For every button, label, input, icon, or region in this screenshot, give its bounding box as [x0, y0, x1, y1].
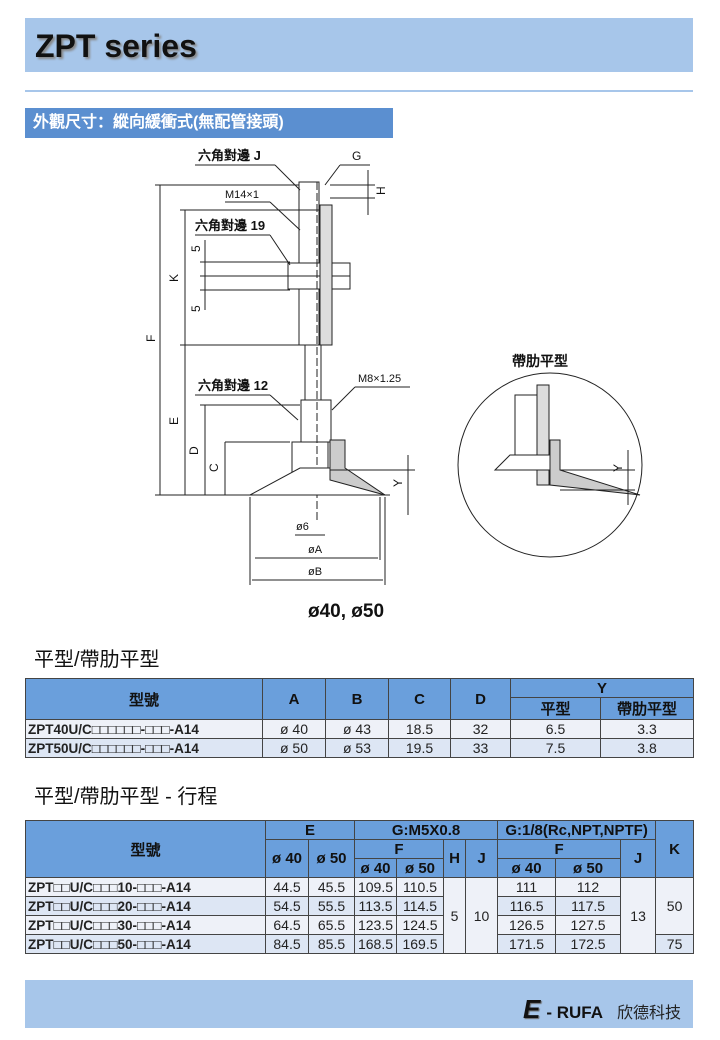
k-value: 50: [655, 877, 695, 935]
col-e-50: ø 50: [307, 839, 356, 878]
table1-heading: 平型/帶肋平型: [34, 649, 160, 671]
col-f2: F: [497, 839, 622, 859]
label-5a: 5: [189, 245, 203, 252]
page-title: ZPT series: [35, 28, 197, 64]
col-f-50: ø 50: [396, 858, 445, 878]
col-a: A: [262, 678, 326, 720]
section-title: 外觀尺寸：縱向緩衝式(無配管接頭): [25, 108, 393, 138]
detail-label-y: Y: [611, 464, 625, 472]
col-j2: J: [620, 839, 657, 878]
col-e-40: ø 40: [265, 839, 309, 878]
dimension-drawing: 六角對邊 J G M14×1 H 六角對邊 19 5 K 5 F 六角對邊 12…: [144, 148, 643, 622]
col-b: B: [325, 678, 389, 720]
detail-title: 帶肋平型: [512, 353, 568, 369]
col-j: J: [465, 839, 499, 878]
col-k: K: [655, 820, 695, 878]
label-hex-19: 六角對邊 19: [195, 218, 265, 233]
col-f2-40: ø 40: [497, 858, 557, 878]
label-phiA: øA: [308, 544, 323, 556]
label-h: H: [374, 186, 388, 195]
k-value: 75: [655, 934, 695, 954]
label-sizes: ø40, ø50: [308, 601, 384, 622]
logo-mark: E: [522, 994, 541, 1024]
col-h: H: [443, 839, 467, 878]
company-logo: E - RUFA 欣德科技: [523, 994, 681, 1025]
col-g-18: G:1/8(Rc,NPT,NPTF): [497, 820, 657, 840]
label-f: F: [144, 335, 158, 342]
col-y-rib: 帶肋平型: [599, 697, 695, 720]
label-c: C: [207, 463, 221, 472]
label-5b: 5: [189, 305, 203, 312]
header-bar: ZPT series: [25, 18, 693, 72]
label-d: D: [187, 446, 201, 455]
h-value: 5: [443, 877, 467, 954]
table2-heading: 平型/帶肋平型 - 行程: [34, 786, 218, 808]
j-value: 10: [465, 877, 499, 954]
label-phiB: øB: [308, 566, 322, 578]
j2-value: 13: [620, 877, 657, 954]
label-m14: M14×1: [225, 189, 259, 201]
dimension-table: 型號 A B C D Y 平型 帶肋平型 ZPT40U/C□□□□□□-□□□-…: [25, 678, 695, 758]
label-phi6: ø6: [296, 521, 309, 533]
col-y-flat: 平型: [510, 697, 601, 720]
label-e: E: [167, 417, 181, 425]
col-f: F: [354, 839, 445, 859]
col-y: Y: [509, 678, 695, 698]
col-model: 型號: [25, 820, 266, 878]
col-model: 型號: [25, 678, 263, 720]
col-e: E: [264, 820, 356, 840]
label-y: Y: [391, 479, 405, 487]
col-d: D: [450, 678, 511, 720]
divider: [25, 90, 693, 92]
label-hex-12: 六角對邊 12: [198, 378, 268, 393]
company-name: 欣德科技: [616, 1005, 681, 1022]
label-g: G: [352, 149, 361, 163]
col-g-m5: G:M5X0.8: [354, 820, 499, 840]
logo-wordmark: - RUFA: [546, 1003, 603, 1022]
label-k: K: [167, 274, 181, 282]
col-c: C: [388, 678, 451, 720]
col-f2-50: ø 50: [555, 858, 622, 878]
label-m8: M8×1.25: [358, 373, 401, 385]
label-hex-j: 六角對邊 J: [198, 148, 261, 163]
footer-bar: E - RUFA 欣德科技: [25, 980, 693, 1028]
col-f-40: ø 40: [354, 858, 398, 878]
